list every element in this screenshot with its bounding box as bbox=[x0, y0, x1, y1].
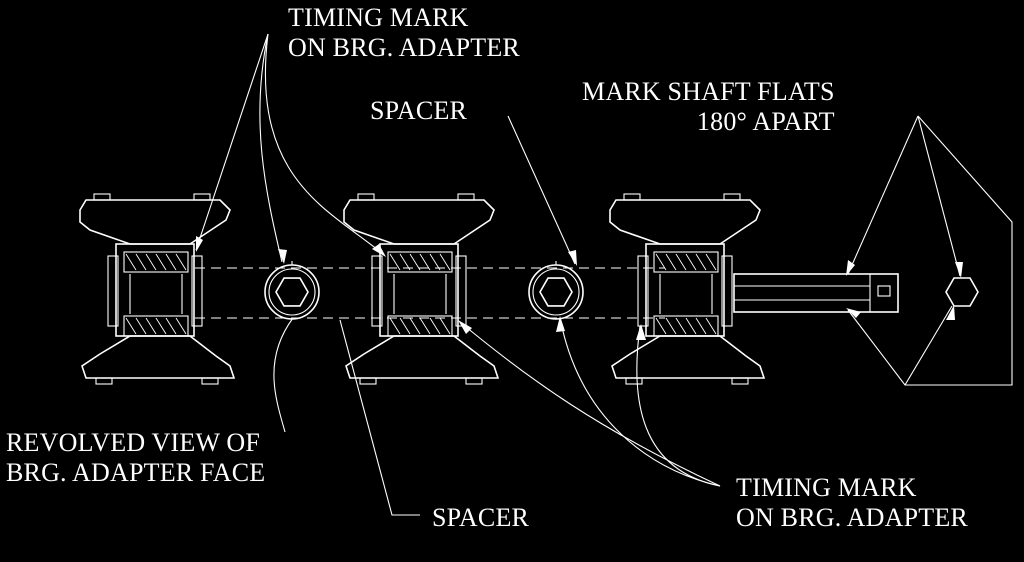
revolved-view-line1: REVOLVED VIEW OF bbox=[6, 428, 261, 457]
mark-shaft-line1: MARK SHAFT FLATS bbox=[582, 77, 835, 106]
timing-mark-bottom-line1: TIMING MARK bbox=[736, 473, 917, 502]
bearing-block-center bbox=[343, 193, 499, 385]
timing-mark-label-bottom: TIMING MARK ON BRG. ADAPTER bbox=[736, 473, 968, 533]
mark-shaft-flats-label: MARK SHAFT FLATS 180° APART bbox=[582, 77, 835, 137]
shaft bbox=[733, 273, 899, 313]
mark-shaft-line2: 180° APART bbox=[696, 107, 835, 136]
timing-mark-top-line2: ON BRG. ADAPTER bbox=[288, 33, 520, 62]
adapter-face-right bbox=[528, 260, 584, 320]
shaft-end-hex bbox=[945, 277, 979, 307]
timing-mark-top-line1: TIMING MARK bbox=[288, 3, 469, 32]
spacer-label-bottom: SPACER bbox=[432, 503, 529, 533]
bearing-block-right bbox=[609, 193, 765, 385]
revolved-view-line2: BRG. ADAPTER FACE bbox=[6, 458, 266, 487]
spacer-label-top: SPACER bbox=[370, 96, 467, 126]
timing-mark-label-top: TIMING MARK ON BRG. ADAPTER bbox=[288, 3, 520, 63]
spacer-top-text: SPACER bbox=[370, 96, 468, 125]
spacer-bottom-text: SPACER bbox=[432, 503, 530, 532]
timing-mark-bottom-line2: ON BRG. ADAPTER bbox=[736, 503, 968, 532]
bearing-block-left bbox=[79, 193, 235, 385]
revolved-view-label: REVOLVED VIEW OF BRG. ADAPTER FACE bbox=[6, 428, 265, 488]
arrowheads bbox=[196, 236, 963, 340]
leader-lines bbox=[195, 33, 1013, 516]
adapter-face-left bbox=[264, 260, 320, 320]
